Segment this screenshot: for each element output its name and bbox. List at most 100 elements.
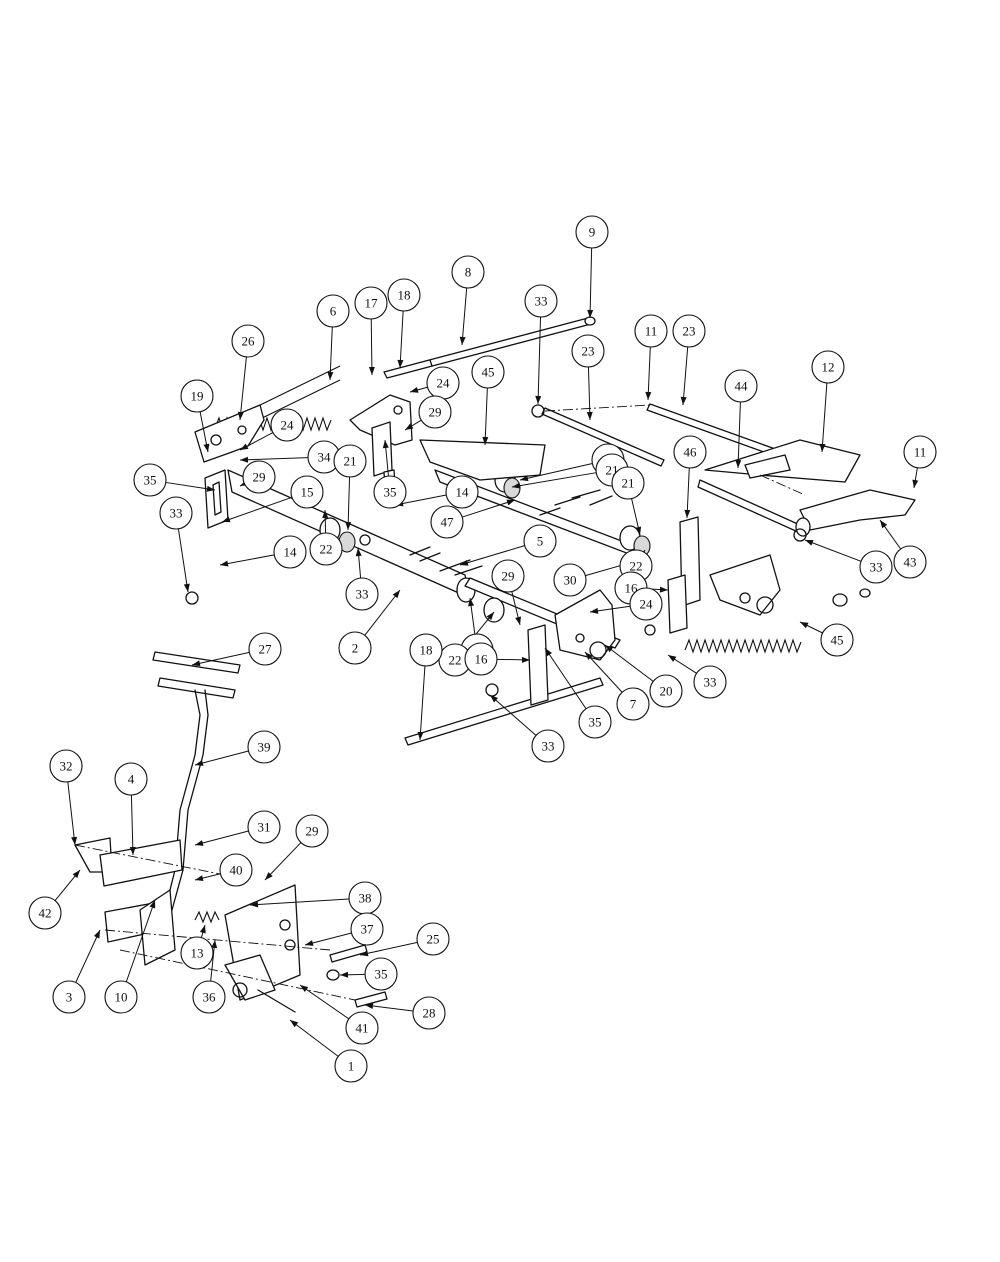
callout-circle (611, 466, 645, 500)
callout-number: 33 (356, 587, 369, 602)
leader-arrow-38 (250, 901, 259, 908)
leader-line-18 (399, 310, 404, 369)
callout-29: 29 (295, 814, 329, 848)
leader-arrow-7 (585, 652, 593, 660)
callout-19: 19 (180, 379, 214, 413)
callout-number: 33 (170, 506, 183, 521)
callout-37: 37 (350, 912, 384, 946)
callout-45: 45 (471, 355, 505, 389)
callout-circle (333, 444, 367, 478)
callout-9: 9 (575, 215, 609, 249)
callout-number: 39 (258, 740, 271, 755)
leader-arrow-34 (240, 456, 249, 463)
callout-number: 29 (502, 569, 515, 584)
leader-arrow-37 (305, 940, 314, 946)
callout-39: 39 (247, 730, 281, 764)
callout-number: 47 (441, 515, 455, 530)
callout-number: 31 (258, 820, 271, 835)
callout-21: 21 (333, 444, 367, 478)
callout-number: 6 (330, 304, 337, 319)
callout-number: 3 (66, 990, 73, 1005)
callout-circle (270, 408, 304, 442)
callout-number: 22 (449, 653, 462, 668)
callout-circle (295, 814, 329, 848)
callout-number: 28 (423, 1006, 436, 1021)
callout-circle (192, 980, 226, 1014)
callout-35: 35 (373, 475, 407, 509)
callout-circle (28, 896, 62, 930)
callout-circle (811, 350, 845, 384)
callout-circle (412, 996, 446, 1030)
leader-line-23 (682, 346, 689, 406)
callout-circle (273, 535, 307, 569)
leader-arrow-35 (340, 971, 349, 978)
callout-circle (247, 730, 281, 764)
callout-number: 25 (427, 932, 440, 947)
leader-line-6 (329, 326, 333, 381)
leader-arrow-41 (300, 985, 309, 993)
leader-arrow-47 (506, 499, 515, 506)
leader-line-23 (587, 366, 591, 421)
callout-number: 16 (475, 652, 489, 667)
callout-29: 29 (242, 460, 276, 494)
leader-line-33 (537, 316, 542, 405)
callout-number: 21 (622, 476, 635, 491)
callout-24: 24 (629, 587, 663, 621)
callout-6: 6 (316, 294, 350, 328)
callout-number: 15 (301, 485, 314, 500)
callout-circle (231, 324, 265, 358)
leader-arrow-33 (535, 395, 542, 404)
callout-number: 24 (281, 418, 295, 433)
callout-circle (616, 687, 650, 721)
callout-circle (673, 435, 707, 469)
callout-circle (409, 633, 443, 667)
callout-number: 45 (831, 633, 844, 648)
spring-part-45-lower (684, 588, 871, 654)
callout-25: 25 (416, 922, 450, 956)
callout-41: 41 (345, 1011, 379, 1045)
leader-arrow-4 (129, 846, 136, 855)
callout-number: 19 (191, 389, 204, 404)
callout-circle (49, 749, 83, 783)
callout-31: 31 (247, 810, 281, 844)
callout-circle (693, 665, 727, 699)
callout-12: 12 (811, 350, 845, 384)
callout-number: 24 (437, 376, 451, 391)
plate-part-46 (667, 516, 781, 634)
leader-arrow-27 (192, 660, 201, 667)
callout-35: 35 (364, 957, 398, 991)
plate-part-16-20 (527, 589, 616, 706)
callout-number: 26 (242, 334, 256, 349)
plate-part-45-upper (419, 439, 546, 481)
callout-14: 14 (445, 475, 479, 509)
callout-17: 17 (354, 286, 388, 320)
callout-circle (471, 355, 505, 389)
leader-line-4 (130, 794, 134, 856)
callout-14: 14 (273, 535, 307, 569)
leader-arrow-18 (417, 731, 424, 740)
leader-arrow-45 (800, 622, 809, 629)
callout-18: 18 (409, 633, 443, 667)
callout-number: 29 (306, 824, 319, 839)
callout-24: 24 (426, 366, 460, 400)
callout-16: 16 (464, 642, 498, 676)
callout-circle (248, 632, 282, 666)
callout-circle (334, 1049, 368, 1083)
callout-circle (575, 215, 609, 249)
leader-arrow-16 (659, 586, 668, 593)
leader-line-17 (370, 318, 373, 376)
callout-circle (553, 563, 587, 597)
leader-line-9 (589, 247, 593, 319)
callout-circle (649, 674, 683, 708)
callout-circle (903, 435, 937, 469)
callout-33: 33 (159, 496, 193, 530)
leader-line-35 (544, 647, 587, 710)
leader-arrow-40 (195, 875, 204, 882)
leader-arrow-21 (468, 598, 475, 607)
callout-number: 18 (398, 288, 411, 303)
leader-arrow-24 (240, 443, 249, 450)
leader-line-14 (394, 494, 447, 506)
leader-arrow-9 (587, 309, 594, 318)
callout-15: 15 (290, 475, 324, 509)
